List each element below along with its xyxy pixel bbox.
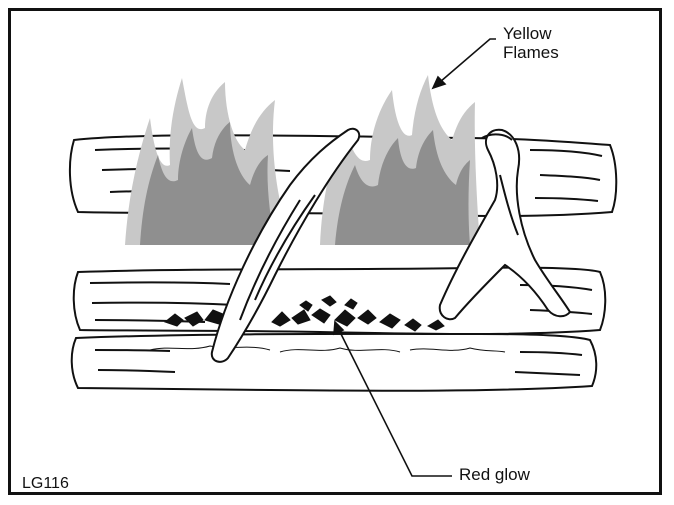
front-log [72,334,597,391]
yellow-flames-label-line1: Yellow [503,24,559,43]
red-glow-label: Red glow [459,465,530,484]
figure-id-label: LG116 [22,475,69,493]
yellow-flames-label-line2: Flames [503,43,559,62]
yellow-flames-label: Yellow Flames [503,24,559,62]
